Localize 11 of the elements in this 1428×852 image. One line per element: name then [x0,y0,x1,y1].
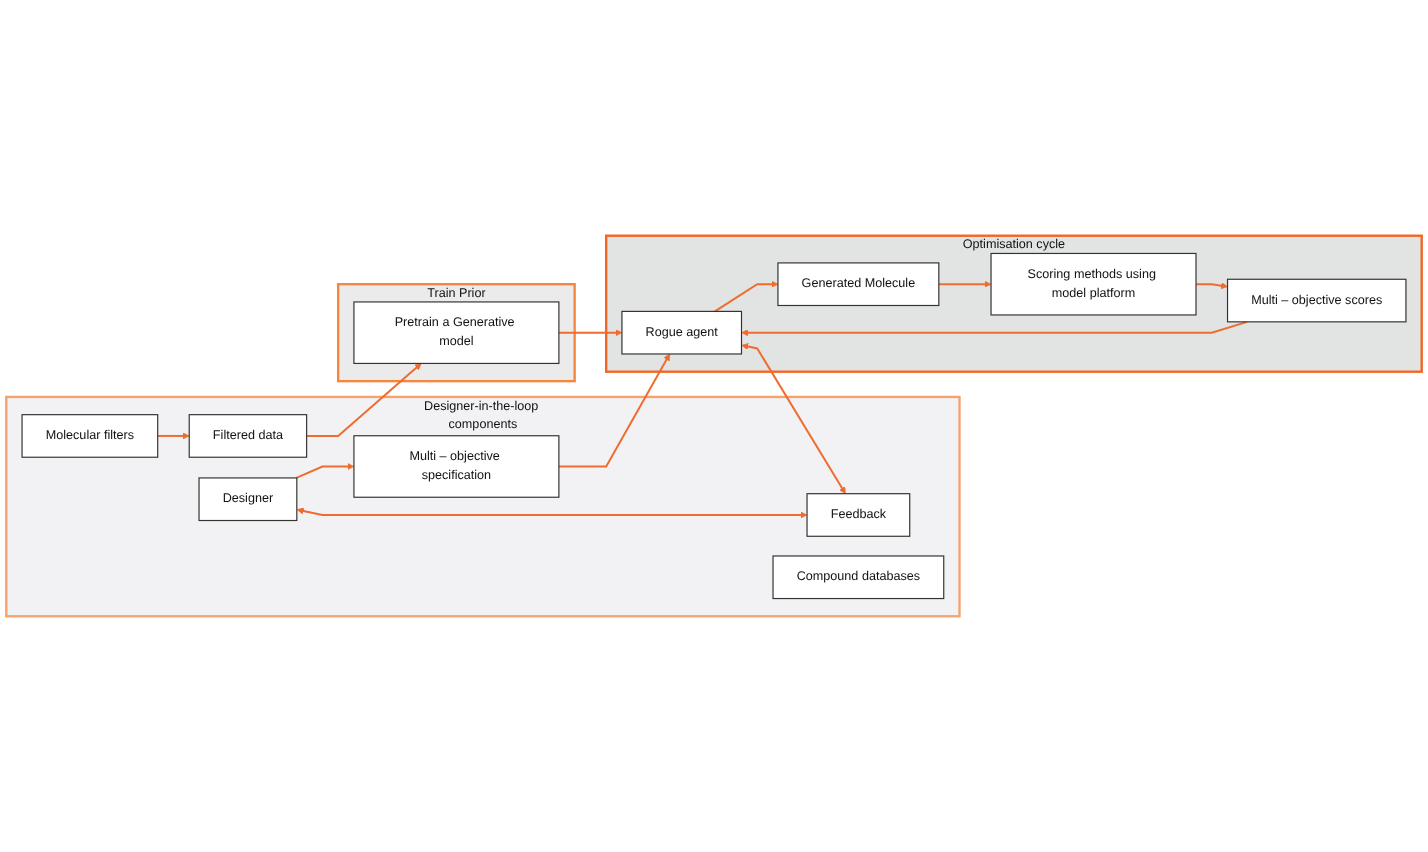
arrow [156,432,190,440]
arrow [295,463,355,479]
arrow [296,507,808,519]
arrow [557,329,623,337]
arrow [305,363,422,437]
arrow [741,320,1249,337]
arrow [713,280,779,313]
arrow [937,280,992,288]
arrow [1195,282,1228,290]
arrow [741,343,846,494]
arrow [557,353,670,468]
